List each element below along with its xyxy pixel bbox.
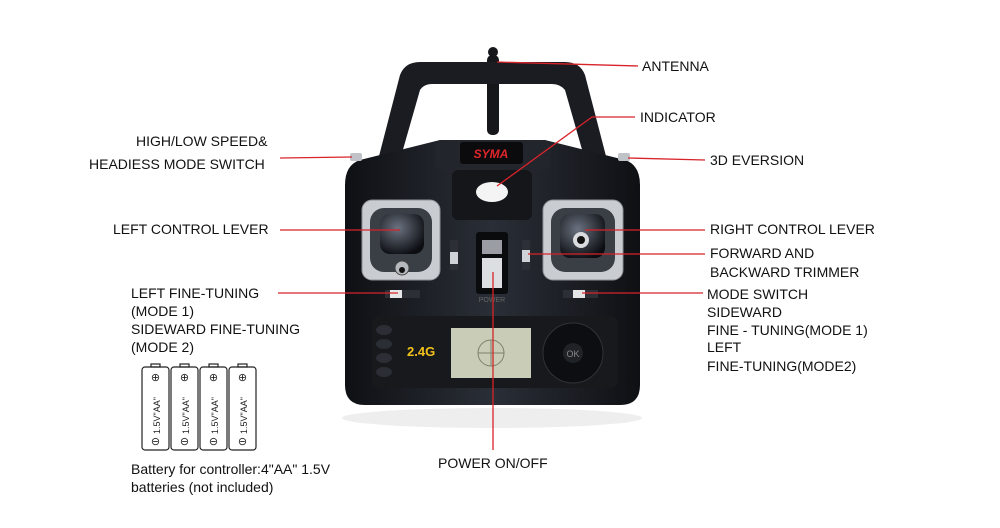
label-right-lever: RIGHT CONTROL LEVER bbox=[710, 221, 875, 237]
svg-text:⊖: ⊖ bbox=[151, 436, 160, 448]
battery-note-1: Battery for controller:4"AA" 1.5V bbox=[131, 461, 331, 477]
label-left-fine-1: LEFT FINE-TUNING bbox=[131, 285, 260, 301]
brand-logo: SYMA bbox=[474, 147, 509, 161]
label-power: POWER ON/OFF bbox=[438, 455, 548, 471]
label-left-fine-4: (MODE 2) bbox=[131, 339, 194, 355]
svg-text:⊖: ⊖ bbox=[209, 436, 218, 448]
label-mode-switch-3: FINE - TUNING(MODE 1) bbox=[707, 322, 868, 338]
left-control-lever[interactable] bbox=[361, 199, 441, 281]
battery-cell-label: 1.5V"AA" bbox=[181, 397, 191, 434]
eversion-switch bbox=[618, 153, 630, 161]
direction-pad[interactable]: OK bbox=[542, 322, 604, 384]
svg-text:OK: OK bbox=[566, 349, 579, 359]
antenna bbox=[487, 47, 499, 135]
label-mode-switch-4: LEFT bbox=[707, 339, 742, 355]
battery-cell-label: 1.5V"AA" bbox=[152, 397, 162, 434]
label-left-fine-3: SIDEWARD FINE-TUNING bbox=[131, 321, 301, 337]
label-trimmer-1: FORWARD AND bbox=[710, 245, 815, 261]
label-speed-switch-1: HIGH/LOW SPEED& bbox=[136, 133, 268, 149]
label-speed-switch-2: HEADIESS MODE SWITCH bbox=[89, 156, 265, 172]
svg-text:⊕: ⊕ bbox=[209, 372, 218, 384]
battery-cell-label: 1.5V"AA" bbox=[210, 397, 220, 434]
right-control-lever[interactable] bbox=[542, 199, 624, 281]
power-switch[interactable] bbox=[476, 232, 508, 294]
svg-text:⊖: ⊖ bbox=[180, 436, 189, 448]
label-mode-switch-2: SIDEWARD bbox=[707, 304, 782, 320]
band-logo: 2.4G bbox=[407, 344, 435, 359]
label-trimmer-2: BACKWARD TRIMMER bbox=[710, 264, 860, 280]
svg-text:⊕: ⊕ bbox=[238, 372, 247, 384]
batteries: ⊕ ⊖ 1.5V"AA" ⊕ ⊖ 1.5V"AA" ⊕ ⊖ 1.5V"AA" ⊕ ⊖ 1.5V"… bbox=[141, 363, 257, 451]
label-left-fine-2: (MODE 1) bbox=[131, 303, 194, 319]
side-buttons bbox=[376, 325, 392, 377]
label-mode-switch-5: FINE-TUNING(MODE2) bbox=[707, 358, 857, 374]
svg-text:⊖: ⊖ bbox=[238, 436, 247, 448]
label-left-lever: LEFT CONTROL LEVER bbox=[113, 221, 269, 237]
battery-note-2: batteries (not included) bbox=[131, 479, 274, 495]
label-3d-eversion: 3D EVERSION bbox=[710, 152, 805, 168]
leader-lines bbox=[278, 61, 706, 450]
left-fine-tuning bbox=[385, 290, 420, 298]
label-antenna: ANTENNA bbox=[642, 58, 709, 74]
battery-cell-label: 1.5V"AA" bbox=[239, 397, 249, 434]
power-text: POWER bbox=[479, 297, 505, 304]
label-mode-switch-1: MODE SWITCH bbox=[707, 286, 809, 302]
indicator-light bbox=[476, 182, 508, 202]
svg-text:⊕: ⊕ bbox=[180, 372, 189, 384]
label-indicator: INDICATOR bbox=[640, 109, 716, 125]
svg-text:⊕: ⊕ bbox=[151, 372, 160, 384]
speed-switch bbox=[350, 153, 362, 161]
